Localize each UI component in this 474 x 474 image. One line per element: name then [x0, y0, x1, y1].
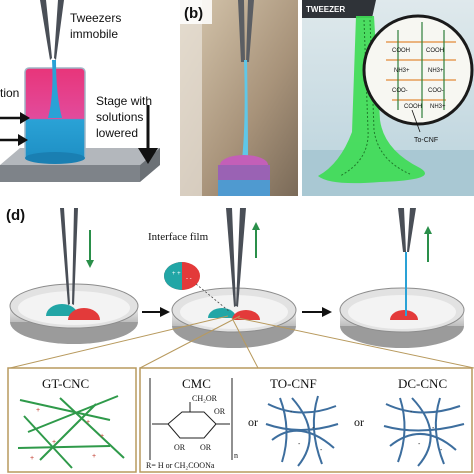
group-4: NH3+	[428, 68, 444, 74]
label-stage-3: lowered	[96, 126, 138, 140]
magnifier	[362, 14, 474, 126]
label-tweezers-2: immobile	[70, 27, 118, 41]
cmc-structure	[149, 378, 233, 460]
fiber-b	[242, 60, 248, 160]
svg-text:+: +	[100, 433, 104, 440]
interface-film: + + - -	[164, 262, 200, 290]
svg-text:-: -	[410, 409, 413, 416]
panel-d: (d) Interface film	[6, 207, 474, 369]
label-stage-1: Stage with	[96, 94, 152, 108]
tweezer-label: TWEEZER	[306, 5, 345, 14]
tweezers-a	[40, 0, 64, 60]
dish-2	[171, 208, 297, 348]
svg-text:-: -	[298, 441, 301, 448]
svg-text:-: -	[320, 447, 323, 454]
gt-cnc-label: GT-CNC	[42, 376, 89, 391]
group-2: COOH	[426, 48, 444, 54]
svg-text:-: -	[290, 409, 293, 416]
svg-text:+: +	[92, 453, 96, 460]
svg-text:+ +: + +	[172, 271, 181, 277]
stage-front	[0, 165, 140, 182]
or-sub-2: OR	[174, 443, 186, 452]
group-3: NH3+	[394, 68, 410, 74]
ch2or-label: CH₂OR	[192, 394, 218, 403]
to-cnf-label: To-CNF	[414, 137, 438, 144]
svg-text:-: -	[432, 425, 435, 432]
dish-1	[9, 208, 139, 344]
or-sub-1: OR	[214, 407, 226, 416]
cmc-label: CMC	[182, 376, 211, 391]
svg-text:+: +	[30, 455, 34, 462]
or-sub-3: OR	[200, 443, 212, 452]
panel-b: (b)	[180, 0, 298, 196]
stage-side	[140, 148, 160, 182]
tweezers-b	[238, 0, 254, 62]
dc-cnc-fibers	[383, 397, 465, 467]
svg-text:-: -	[312, 425, 315, 432]
dish-3	[339, 208, 465, 348]
panel-c: TWEEZER COOH COOH NH3+ NH3+ COO- COO- CO…	[302, 0, 474, 196]
or-1: or	[248, 415, 258, 429]
gt-cnc-box	[7, 367, 137, 473]
interface-film-label: Interface film	[148, 231, 209, 243]
svg-text:+: +	[52, 439, 56, 446]
gt-cnc-rods	[17, 395, 125, 469]
label-cut: tion	[0, 86, 19, 100]
label-stage-2: solutions	[96, 110, 143, 124]
svg-text:-: -	[418, 441, 421, 448]
to-cnf-label-b: TO-CNF	[270, 376, 317, 391]
fiber-a	[48, 60, 62, 118]
label-tweezers-1: Tweezers	[70, 11, 121, 25]
panel-d-label: (d)	[6, 207, 25, 224]
n-sub: n	[234, 451, 238, 460]
svg-text:+: +	[86, 419, 90, 426]
panel-b-label: (b)	[184, 5, 203, 22]
tweezer-bar	[302, 0, 376, 18]
dc-cnc-label: DC-CNC	[398, 376, 447, 391]
svg-text:-: -	[440, 447, 443, 454]
group-8: NH3+	[430, 104, 446, 110]
group-7: COOH	[404, 104, 422, 110]
group-5: COO-	[392, 88, 408, 94]
to-cnf-fibers	[265, 395, 339, 467]
panel-a: Tweezers immobile tion Stage with soluti…	[0, 0, 160, 182]
or-2: or	[354, 415, 364, 429]
group-6: COO-	[428, 88, 444, 94]
materials-panel: GT-CNC + + + + + + CMC CH₂OR OR OR OR n R= H…	[7, 367, 473, 473]
svg-text:- -: - -	[186, 276, 192, 282]
r-def: R= H or CH₂COONa	[146, 461, 215, 470]
group-1: COOH	[392, 48, 410, 54]
svg-text:+: +	[36, 407, 40, 414]
